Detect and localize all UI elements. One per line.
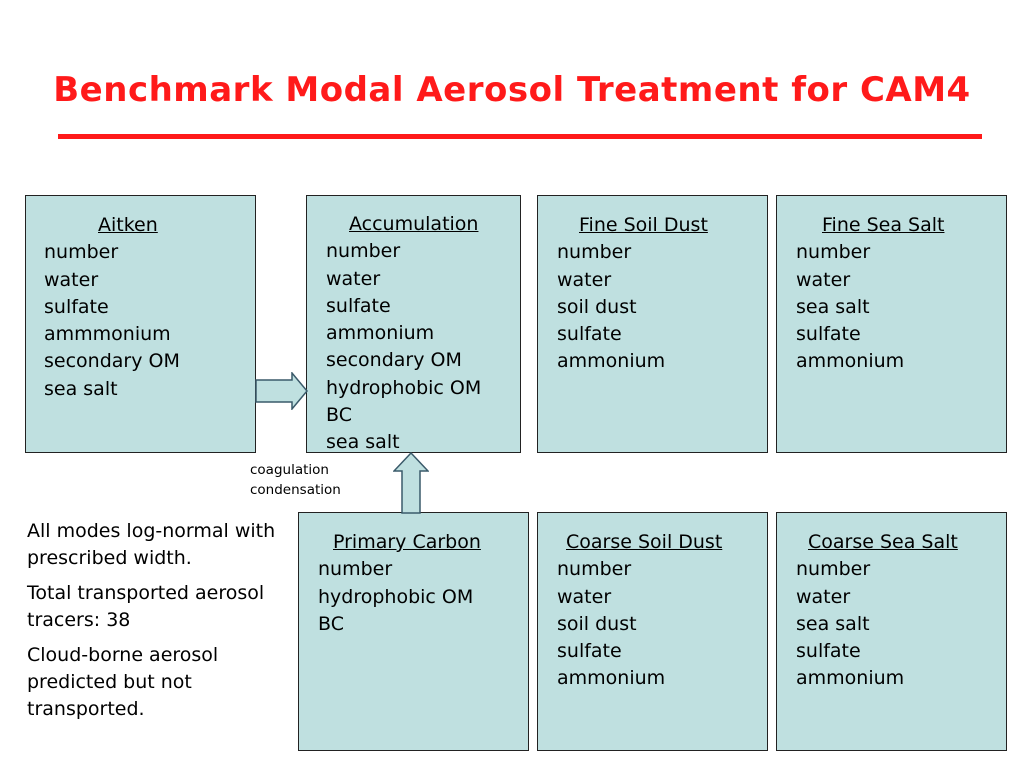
species-item: secondary OM [44, 350, 180, 373]
species-item: BC [326, 404, 352, 427]
species-list-coarse-sea-salt: number water sea salt sulfate ammonium [796, 556, 1006, 692]
note-cloud-borne: Cloud-borne aerosol predicted but not tr… [27, 644, 219, 720]
species-item: water [557, 585, 612, 608]
species-item: sulfate [44, 295, 109, 318]
notes: All modes log-normal with prescribed wid… [27, 518, 292, 731]
species-item: BC [318, 612, 344, 635]
mode-name-primary-carbon: Primary Carbon [333, 531, 481, 553]
species-item: sulfate [326, 294, 391, 317]
species-item: number [318, 558, 393, 581]
species-item: number [557, 558, 632, 581]
species-item: ammonium [557, 350, 666, 373]
species-list-coarse-soil-dust: number water soil dust sulfate ammonium [557, 556, 767, 692]
primary-carbon-to-accumulation-arrow [393, 452, 429, 514]
slide-title: Benchmark Modal Aerosol Treatment for CA… [53, 70, 971, 110]
species-item: sea salt [796, 295, 870, 318]
species-item: sea salt [796, 612, 870, 635]
mode-name-fine-soil-dust: Fine Soil Dust [579, 214, 708, 236]
coagulation-label: coagulation [250, 462, 329, 478]
species-list-primary-carbon: number hydrophobic OM BC [318, 556, 528, 638]
species-item: sea salt [326, 431, 400, 454]
species-item: water [326, 267, 381, 290]
species-item: number [796, 241, 871, 264]
species-item: sulfate [557, 323, 622, 346]
species-item: sea salt [44, 377, 118, 400]
species-item: ammonium [557, 667, 666, 690]
mode-box-fine-sea-salt: Fine Sea Salt number water sea salt sulfate… [776, 195, 1007, 453]
mode-box-aitken: Aitken number water sulfate ammmonium second… [25, 195, 256, 453]
species-item: ammmonium [44, 323, 171, 346]
species-list-fine-soil-dust: number water soil dust sulfate ammonium [557, 239, 767, 375]
species-item: ammonium [796, 667, 905, 690]
species-item: secondary OM [326, 349, 462, 372]
species-item: soil dust [557, 612, 637, 635]
mode-box-primary-carbon: Primary Carbon number hydrophobic OM BC [298, 512, 529, 751]
mode-box-coarse-sea-salt: Coarse Sea Salt number water sea salt sulfa… [776, 512, 1007, 751]
species-item: water [44, 268, 99, 291]
species-item: hydrophobic OM [318, 585, 474, 608]
species-item: ammonium [796, 350, 905, 373]
species-list-aitken: number water sulfate ammmonium secondary OM s… [44, 239, 255, 403]
species-item: water [557, 268, 612, 291]
species-item: water [796, 268, 851, 291]
species-item: water [796, 585, 851, 608]
species-item: number [557, 241, 632, 264]
mode-box-accumulation: Accumulation number water sulfate ammonium s… [306, 195, 521, 453]
species-item: sulfate [796, 640, 861, 663]
species-item: sulfate [796, 323, 861, 346]
species-item: soil dust [557, 295, 637, 318]
species-list-fine-sea-salt: number water sea salt sulfate ammonium [796, 239, 1006, 375]
species-item: number [326, 240, 401, 263]
note-tracer-count: Total transported aerosol tracers: 38 [27, 582, 265, 631]
title-underline [58, 134, 982, 139]
aitken-to-accumulation-arrow [255, 372, 308, 410]
process-labels: coagulation condensation [250, 460, 341, 500]
mode-name-coarse-sea-salt: Coarse Sea Salt [808, 531, 958, 553]
species-item: number [796, 558, 871, 581]
mode-name-coarse-soil-dust: Coarse Soil Dust [566, 531, 723, 553]
mode-name-aitken: Aitken [98, 214, 158, 236]
mode-name-fine-sea-salt: Fine Sea Salt [822, 214, 945, 236]
species-item: sulfate [557, 640, 622, 663]
species-item: number [44, 241, 119, 264]
mode-box-fine-soil-dust: Fine Soil Dust number water soil dust sulfa… [537, 195, 768, 453]
mode-box-coarse-soil-dust: Coarse Soil Dust number water soil dust sul… [537, 512, 768, 751]
mode-name-accumulation: Accumulation [349, 213, 479, 235]
species-item: hydrophobic OM [326, 376, 482, 399]
condensation-label: condensation [250, 482, 341, 498]
species-list-accumulation: number water sulfate ammonium secondary OM hy… [326, 238, 520, 456]
species-item: ammonium [326, 322, 435, 345]
note-log-normal: All modes log-normal with prescribed wid… [27, 520, 276, 569]
